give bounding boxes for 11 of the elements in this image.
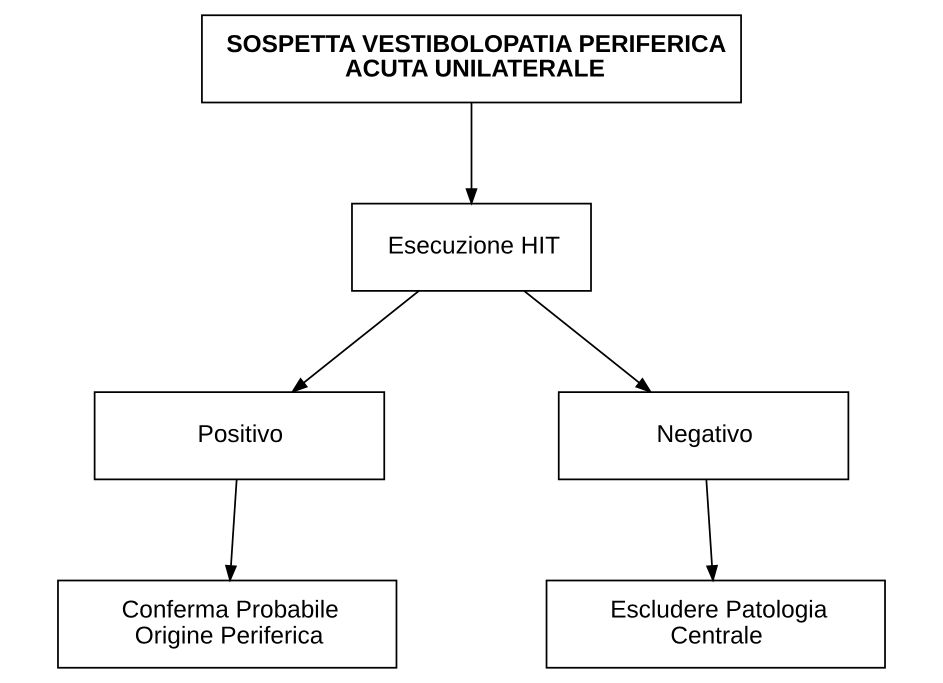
node-box: Negativo [558,391,850,480]
node-box: Escludere Patologia Centrale [546,580,886,669]
node-box: Positivo [94,391,386,480]
node-box: Esecuzione HIT [351,202,592,292]
arrow [524,290,652,394]
arrow [224,479,238,583]
arrow [465,102,478,206]
node-box: Conferma Probabile Origine Periferica [57,580,398,669]
arrow [705,479,718,583]
node-box: SOSPETTA VESTIBOLOPATIA PERIFERICA ACUTA UNILATERALE [201,14,742,104]
arrow [290,290,420,394]
